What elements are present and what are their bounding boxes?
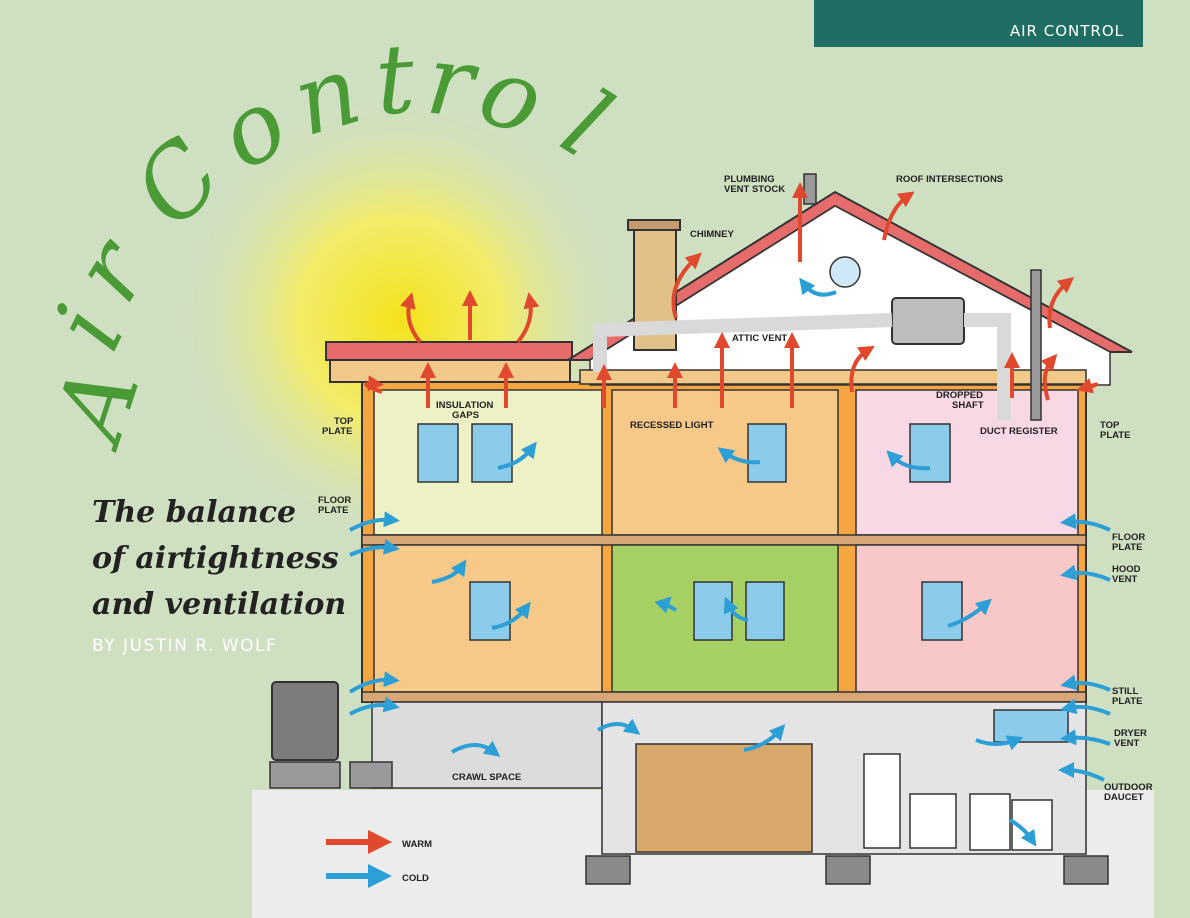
label-top-plate-right-1: TOP	[1100, 420, 1120, 431]
label-top-plate-right-2: PLATE	[1100, 430, 1130, 441]
left-roof	[325, 341, 573, 383]
label-insulation-gaps-1: INSULATION	[436, 400, 493, 411]
legend-cold-label: COLD	[402, 873, 429, 884]
windows	[417, 423, 963, 641]
label-hood-vent-1: HOOD	[1112, 564, 1141, 575]
label-hood-vent-2: VENT	[1112, 574, 1138, 585]
dropped-shaft-pipe	[1030, 269, 1042, 421]
label-plumbing-vent-1: PLUMBING	[724, 174, 775, 185]
house-body	[361, 381, 1087, 703]
plumbing-vent-stack	[803, 173, 817, 205]
label-dryer-vent-1: DRYER	[1114, 728, 1147, 739]
title-char: l	[544, 69, 629, 180]
label-floor-plate-right-2: PLATE	[1112, 542, 1142, 553]
title-char: A	[31, 353, 161, 461]
label-still-plate-1: STILL	[1112, 686, 1139, 697]
label-dropped-shaft-1: DROPPED	[936, 390, 983, 401]
cold-arrows	[348, 277, 1111, 847]
basement	[269, 681, 1109, 885]
label-still-plate-2: PLATE	[1112, 696, 1142, 707]
attic-duct	[593, 256, 1011, 420]
subtitle: The balance of airtightness and ventilat…	[92, 495, 347, 622]
label-plumbing-vent-2: VENT STOCK	[724, 184, 785, 195]
warm-arrows	[364, 182, 1099, 408]
title-char: o	[467, 33, 557, 157]
label-dropped-shaft-2: SHAFT	[952, 400, 984, 411]
label-top-plate-left-1: TOP	[334, 416, 354, 427]
legend-warm-label: WARM	[402, 839, 432, 850]
diagram-labels: PLUMBING VENT STOCK ROOF INTERSECTIONS C…	[318, 174, 1153, 803]
title-char: t	[372, 22, 419, 136]
label-attic-vent: ATTIC VENT	[732, 333, 787, 344]
label-floor-plate-right-1: FLOOR	[1112, 532, 1145, 543]
label-outdoor-daucet-2: DAUCET	[1104, 792, 1144, 803]
label-duct-register: DUCT REGISTER	[980, 426, 1058, 437]
section-tag: AIR CONTROL	[814, 0, 1143, 47]
label-outdoor-daucet-1: OUTDOOR	[1104, 782, 1153, 793]
label-floor-plate-left-1: FLOOR	[318, 495, 351, 506]
label-insulation-gaps-2: GAPS	[452, 410, 479, 421]
byline: BY JUSTIN R. WOLF	[92, 636, 278, 656]
label-dryer-vent-2: VENT	[1114, 738, 1140, 749]
label-recessed-light: RECESSED LIGHT	[630, 420, 714, 431]
label-chimney: CHIMNEY	[690, 229, 734, 240]
label-crawl-space: CRAWL SPACE	[452, 772, 521, 783]
legend: WARM COLD	[326, 830, 432, 888]
label-roof-intersections: ROOF INTERSECTIONS	[896, 174, 1003, 185]
label-top-plate-left-2: PLATE	[322, 426, 352, 437]
label-floor-plate-left-2: PLATE	[318, 505, 348, 516]
